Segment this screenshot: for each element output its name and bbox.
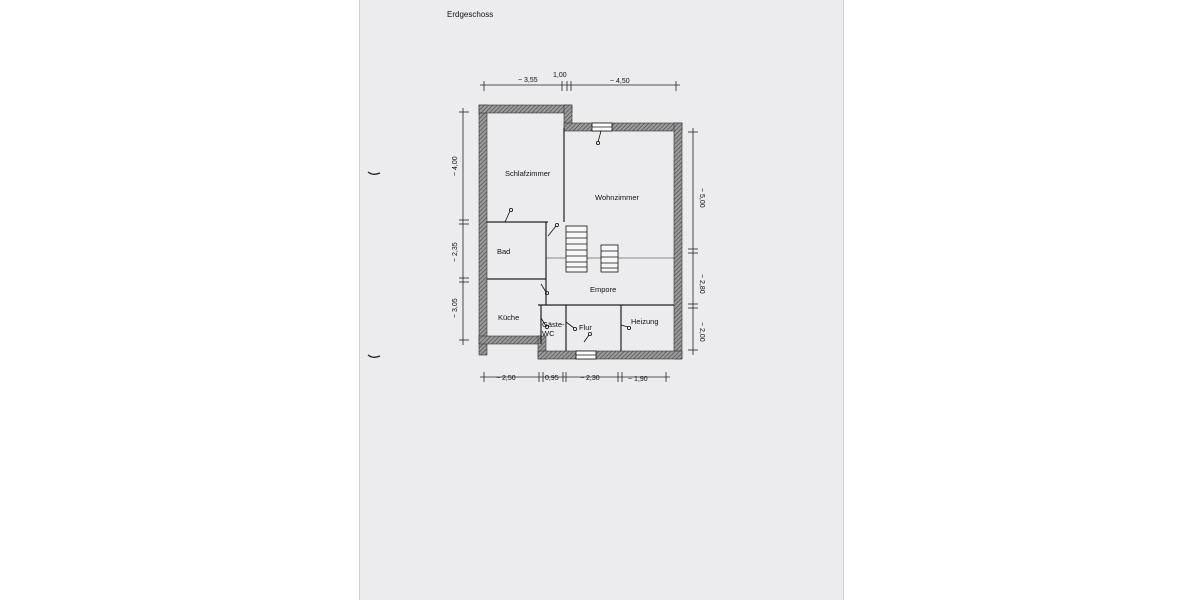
room-label-bad: Bad <box>497 247 510 256</box>
dim-bottom-2: 0,95 <box>545 375 559 382</box>
room-label-gaeste-wc-1: Gäste- <box>542 320 565 329</box>
room-label-kueche: Küche <box>498 313 519 322</box>
punch-mark-bottom <box>367 354 381 358</box>
punch-mark-top <box>367 171 381 175</box>
dimension-lines <box>459 81 698 382</box>
dim-bottom-4: ~ 1,90 <box>628 376 648 383</box>
stairs-main <box>565 225 588 273</box>
dim-bottom-1: ~ 2,50 <box>496 375 516 382</box>
stairs-attic <box>600 244 619 273</box>
room-label-gaeste-wc-2: WC <box>542 329 555 338</box>
dim-right-1: ~ 5,00 <box>698 188 705 208</box>
room-label-schlafzimmer: Schlafzimmer <box>505 169 551 178</box>
dim-bottom-3: ~ 2,30 <box>580 375 600 382</box>
room-label-wohnzimmer: Wohnzimmer <box>595 193 640 202</box>
doors <box>504 130 631 343</box>
outer-walls <box>478 104 683 360</box>
dim-right-2: ~ 2,80 <box>698 274 705 294</box>
dim-left-2: ~ 2,35 <box>452 242 459 262</box>
punch-marks <box>367 171 381 358</box>
room-label-flur: Flur <box>579 323 592 332</box>
dim-top-1: ~ 3,55 <box>518 77 538 84</box>
drawing-sheet: Erdgeschoss <box>359 0 844 600</box>
room-label-heizung: Heizung <box>631 317 659 326</box>
room-label-empore: Empore <box>590 285 616 294</box>
dim-left-1: ~ 4,00 <box>452 156 459 176</box>
floor-plan: Schlafzimmer Wohnzimmer Bad Empore Küche… <box>452 72 705 383</box>
dim-top-2: 1,00 <box>553 72 567 79</box>
page-title: Erdgeschoss <box>447 10 494 19</box>
dim-right-3: ~ 2,00 <box>698 322 705 342</box>
dim-top-3: ~ 4,50 <box>610 78 630 85</box>
windows <box>575 122 613 360</box>
dim-left-3: ~ 3,05 <box>452 298 459 318</box>
